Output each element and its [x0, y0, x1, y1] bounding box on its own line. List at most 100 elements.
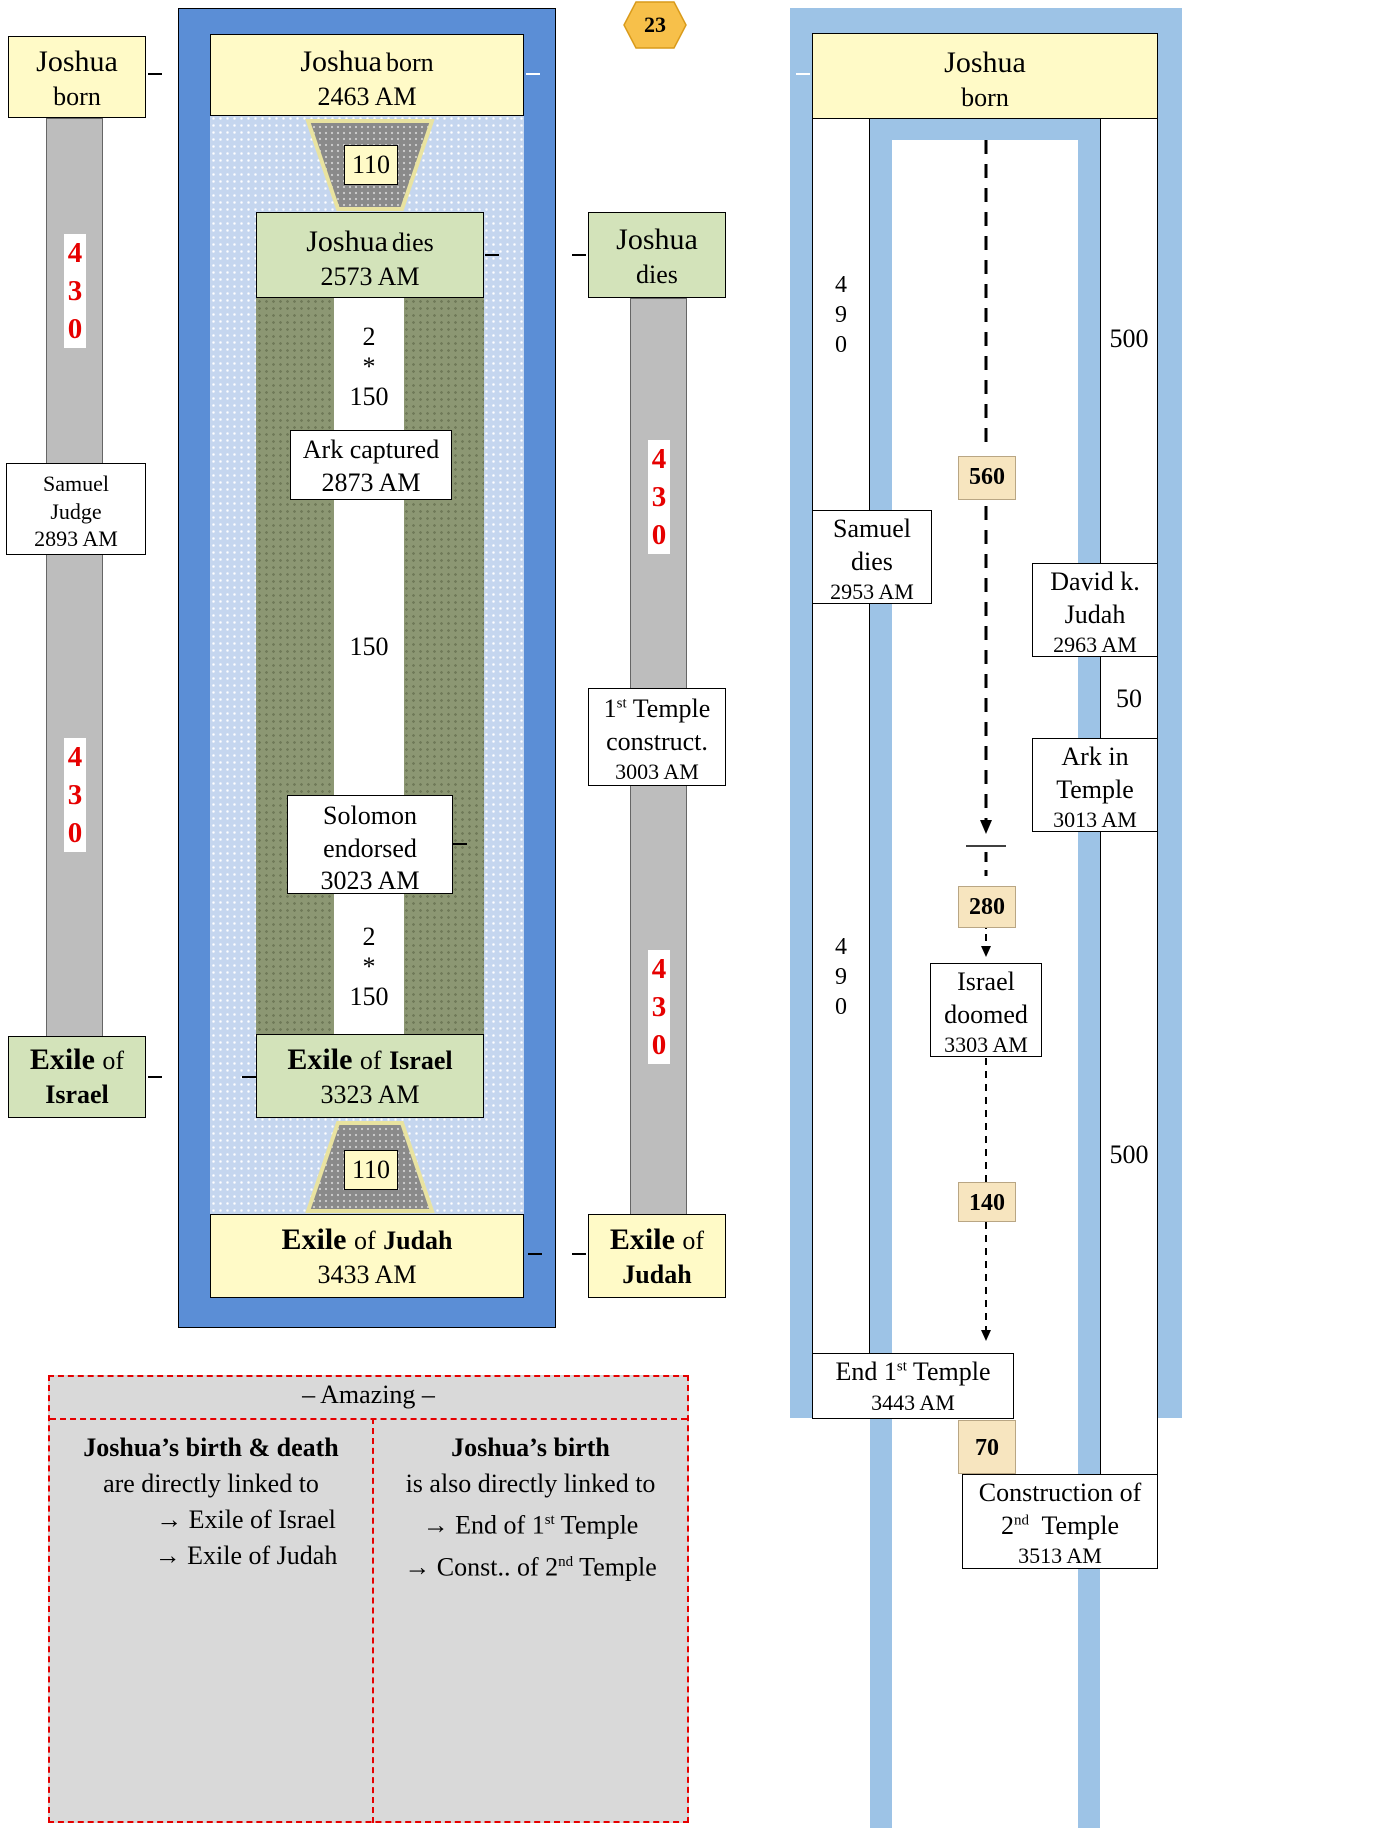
label: born	[961, 82, 1009, 112]
center-joshua-dies-box: Joshua dies 2573 AM	[256, 212, 484, 298]
right-exile-judah-box: Exile of Judah	[588, 1214, 726, 1298]
label: endorsed	[323, 833, 417, 863]
label: Israel	[45, 1079, 109, 1109]
digit: 4	[835, 272, 847, 298]
left-exile-israel-box: Exile of Israel	[8, 1036, 146, 1118]
connector-tick	[796, 73, 810, 75]
label: Solomon	[323, 801, 417, 830]
label: of	[353, 1226, 376, 1255]
date: 3023 AM	[320, 866, 420, 895]
label: 1	[603, 694, 617, 723]
label: Judah	[383, 1226, 453, 1255]
span-500-top: 500	[1109, 324, 1149, 353]
date: 3003 AM	[615, 759, 699, 784]
label: dies	[391, 228, 434, 257]
connector-tick	[572, 254, 586, 256]
label: Temple	[573, 1552, 657, 1582]
center-white-strip	[334, 298, 404, 1036]
label: Joshua	[306, 225, 388, 258]
digit: 0	[67, 817, 83, 849]
segment-150: 150	[349, 632, 389, 661]
construction-second-temple-box: Construction of 2nd Temple 3513 AM	[962, 1474, 1158, 1569]
label: are directly linked to	[103, 1469, 319, 1498]
label: Samuel	[833, 514, 911, 543]
connector-tick	[242, 1076, 256, 1078]
label: born	[386, 48, 434, 77]
label: born	[53, 81, 101, 111]
segment-2x150-top: 2 * 150	[334, 322, 404, 412]
label: Judah	[622, 1259, 692, 1289]
span-430-right-bottom: 4 3 0	[648, 950, 670, 1064]
label: Joshua	[616, 223, 698, 256]
dashed-arrow-lines	[966, 140, 1006, 1341]
date: 2463 AM	[317, 81, 417, 111]
date: 3323 AM	[320, 1079, 420, 1109]
label: of	[102, 1046, 125, 1075]
date: 3513 AM	[1018, 1543, 1102, 1568]
label: 2	[1000, 1510, 1014, 1540]
label: Exile	[287, 1043, 353, 1076]
page-number-badge	[623, 1, 687, 49]
digit: 4	[67, 741, 83, 773]
label: st	[616, 695, 627, 712]
ark-captured-box: Ark captured 2873 AM	[290, 430, 452, 500]
label: doomed	[944, 999, 1028, 1029]
label: Judge	[50, 498, 102, 524]
label: Temple	[1056, 774, 1134, 804]
far-right-left-strip	[812, 118, 870, 1354]
span-50: 50	[1116, 684, 1142, 713]
label: Israel	[957, 967, 1015, 996]
label: Joshua	[300, 45, 382, 78]
label: Samuel	[43, 471, 109, 496]
date: 2953 AM	[830, 579, 914, 604]
digit: 3	[67, 275, 83, 307]
digit: 0	[835, 332, 847, 358]
amazing-title: – Amazing –	[302, 1380, 435, 1409]
label: Joshua	[944, 46, 1026, 79]
label: → End of 1	[422, 1510, 545, 1540]
label: of	[682, 1226, 705, 1255]
label: dies	[851, 546, 893, 576]
label: Israel	[389, 1046, 453, 1075]
ark-in-temple-box: Ark in Temple 3013 AM	[1032, 738, 1158, 832]
page-number: 23	[644, 12, 666, 37]
digit: 4	[651, 953, 667, 985]
span-280-box: 280	[958, 886, 1016, 928]
digit: 4	[651, 443, 667, 475]
label: is also directly linked to	[405, 1469, 656, 1498]
digit: 0	[651, 519, 667, 551]
digit: 9	[835, 964, 847, 990]
label: Construction of	[978, 1478, 1142, 1507]
israel-doomed-box: Israel doomed 3303 AM	[930, 963, 1042, 1057]
gap-110-top: 110	[344, 145, 398, 185]
label: construct.	[606, 726, 708, 756]
digit: 3	[651, 991, 667, 1023]
far-joshua-born-box: Joshua born	[812, 33, 1158, 119]
digit: 4	[67, 237, 83, 269]
label: Exile	[29, 1043, 95, 1076]
amazing-box	[48, 1375, 689, 1823]
label: Temple	[906, 1357, 991, 1386]
center-exile-judah-box: Exile of Judah 3433 AM	[210, 1214, 524, 1298]
label: Joshua’s birth & death	[83, 1433, 339, 1462]
span-70-box: 70	[958, 1420, 1016, 1474]
connector-tick	[485, 254, 499, 256]
span-560-box: 560	[958, 456, 1016, 500]
label: Exile	[281, 1223, 347, 1256]
label: → Exile of Judah	[154, 1541, 338, 1570]
samuel-dies-box: Samuel dies 2953 AM	[812, 510, 932, 604]
label: Ark captured	[302, 435, 440, 464]
date: 3433 AM	[317, 1259, 417, 1289]
solomon-endorsed-box: Solomon endorsed 3023 AM	[287, 795, 453, 895]
date: 2873 AM	[321, 467, 421, 497]
digit: 0	[651, 1029, 667, 1061]
left-samuel-judge-box: Samuel Judge 2893 AM	[6, 463, 146, 555]
label: st	[896, 1358, 907, 1375]
label: nd	[558, 1553, 574, 1570]
amazing-left-text: Joshua’s birth & death are directly link…	[50, 1430, 372, 1574]
label: 2	[362, 922, 376, 951]
label: Temple	[632, 694, 711, 723]
digit: 3	[67, 779, 83, 811]
label: Joshua	[36, 45, 118, 78]
date: 2573 AM	[320, 261, 420, 291]
